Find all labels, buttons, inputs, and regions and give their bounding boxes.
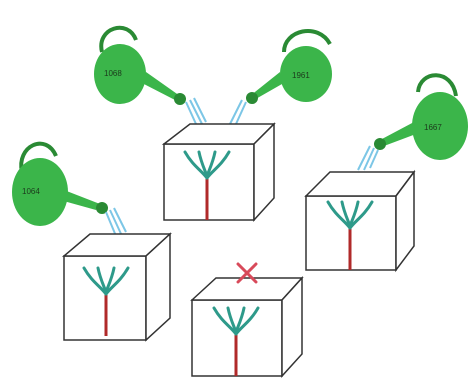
water-stream-1 <box>186 98 206 124</box>
water-stream-2 <box>230 100 246 124</box>
can-4-label: 1667 <box>424 123 442 132</box>
plant-box-4 <box>192 278 302 376</box>
watering-can-1: 1068 <box>94 28 186 105</box>
can-1-label: 1068 <box>104 69 122 78</box>
plant-box-1 <box>164 124 274 220</box>
can-3-label: 1064 <box>22 187 40 196</box>
plant-box-3 <box>64 234 170 340</box>
watering-can-4: 1667 <box>374 75 468 160</box>
water-stream-3 <box>106 208 126 236</box>
can-2-label: 1961 <box>292 71 310 80</box>
watering-can-3: 1064 <box>12 144 108 226</box>
plant-box-2 <box>306 172 414 270</box>
watering-can-2: 1961 <box>246 31 332 104</box>
water-stream-4 <box>358 146 378 170</box>
